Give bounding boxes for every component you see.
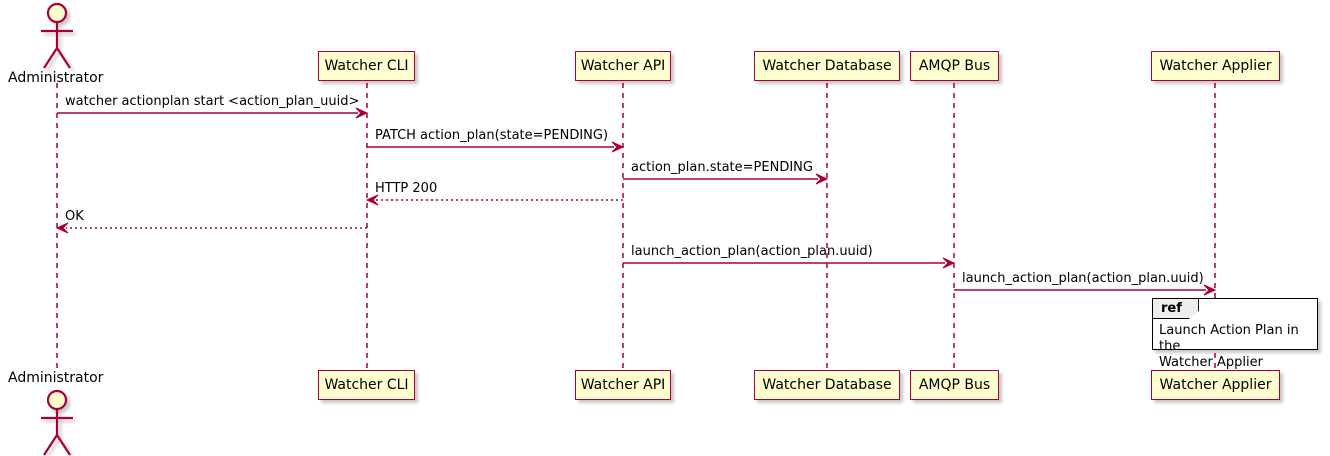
message-label-m7: launch_action_plan(action_plan.uuid) [962, 271, 1204, 286]
participant-label: Watcher API [580, 377, 666, 393]
participant-label: AMQP Bus [918, 377, 991, 393]
message-arrowhead-m3 [815, 173, 829, 185]
participant-amqp-bus-bottom[interactable]: AMQP Bus [910, 370, 999, 400]
message-arrowhead-m1 [355, 107, 369, 119]
participant-label: Watcher Applier [1159, 58, 1272, 74]
actor-administrator-bottom-leg-left [43, 434, 58, 456]
participant-watcher-cli-bottom[interactable]: Watcher CLI [318, 370, 415, 400]
message-label-m4: HTTP 200 [375, 181, 438, 196]
participant-label: AMQP Bus [918, 58, 991, 74]
actor-administrator-bottom [41, 389, 73, 456]
actor-label-administrator-bottom: Administrator [8, 370, 104, 386]
participant-watcher-applier-bottom[interactable]: Watcher Applier [1151, 370, 1280, 400]
actor-administrator-top [41, 2, 73, 69]
message-m4 [365, 194, 623, 206]
participant-watcher-database-top[interactable]: Watcher Database [754, 51, 900, 81]
message-m6 [623, 257, 956, 269]
participant-label: Watcher Applier [1159, 377, 1272, 393]
message-m1 [57, 107, 369, 119]
participant-watcher-api-bottom[interactable]: Watcher API [575, 370, 671, 400]
participant-label: Watcher CLI [324, 377, 409, 393]
participant-label: Watcher CLI [324, 58, 409, 74]
actor-figures-group [41, 2, 73, 456]
message-label-m1: watcher actionplan start <action_plan_uu… [65, 94, 360, 109]
message-label-m5: OK [65, 209, 84, 224]
ref-fragment-tab-label: ref [1153, 299, 1199, 319]
message-label-m3: action_plan.state=PENDING [631, 160, 813, 175]
participant-watcher-api-top[interactable]: Watcher API [575, 51, 671, 81]
message-arrowhead-m5 [55, 222, 69, 234]
participant-label: Watcher API [580, 58, 666, 74]
actor-label-administrator-top: Administrator [8, 70, 104, 86]
participant-watcher-database-bottom[interactable]: Watcher Database [754, 370, 900, 400]
actor-administrator-top-leg-left [43, 47, 58, 69]
participant-watcher-cli-top[interactable]: Watcher CLI [318, 51, 415, 81]
message-m2 [367, 141, 625, 153]
message-arrowhead-m2 [611, 141, 625, 153]
actor-administrator-top-leg-right [56, 47, 71, 69]
participant-amqp-bus-top[interactable]: AMQP Bus [910, 51, 999, 81]
ref-fragment-text: Launch Action Plan in the Watcher Applie… [1159, 323, 1299, 370]
message-m7 [954, 284, 1217, 296]
participant-watcher-applier-top[interactable]: Watcher Applier [1151, 51, 1280, 81]
message-arrows-group [55, 107, 1217, 296]
message-arrowhead-m7 [1203, 284, 1217, 296]
participant-label: Watcher Database [762, 58, 892, 74]
message-arrowhead-m4 [365, 194, 379, 206]
message-m3 [623, 173, 829, 185]
message-arrowhead-m6 [942, 257, 956, 269]
message-m5 [55, 222, 367, 234]
message-label-m6: launch_action_plan(action_plan.uuid) [631, 244, 873, 259]
message-label-m2: PATCH action_plan(state=PENDING) [375, 128, 609, 143]
actor-administrator-bottom-leg-right [56, 434, 71, 456]
participant-label: Watcher Database [762, 377, 892, 393]
